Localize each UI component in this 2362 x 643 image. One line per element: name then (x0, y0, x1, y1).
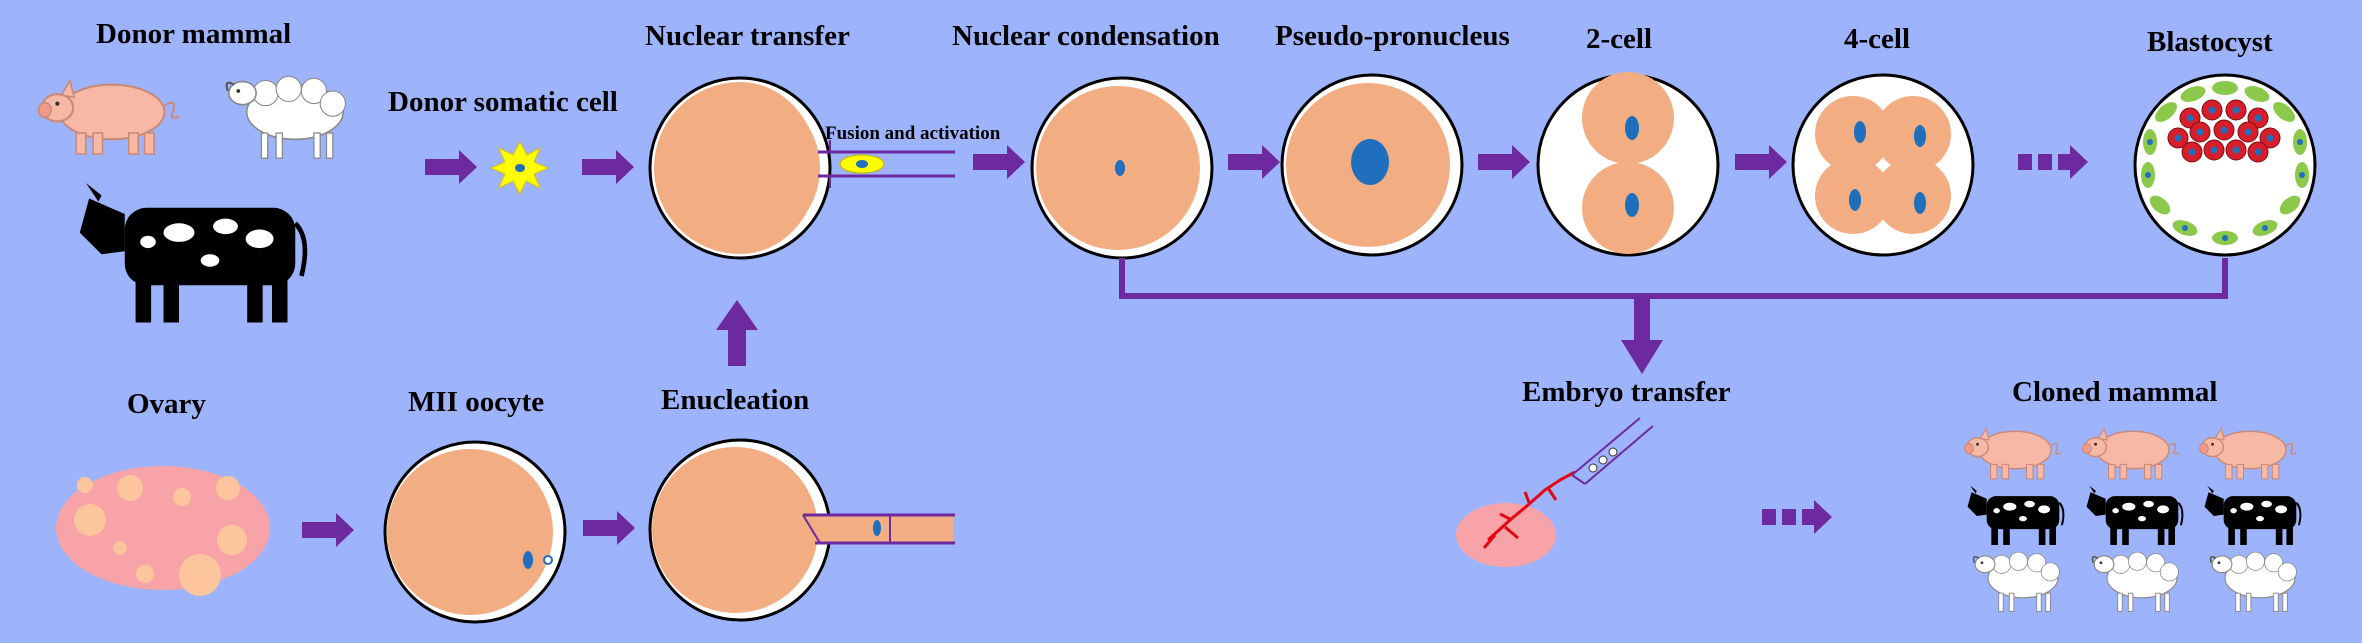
arrow (583, 511, 635, 545)
label-2-cell: 2-cell (1586, 23, 1653, 55)
arrow (425, 150, 477, 184)
blastocyst-embryo (2133, 73, 2317, 257)
four-cell-embryo (1791, 73, 1975, 257)
label-embryo-transfer: Embryo transfer (1522, 376, 1731, 408)
bracket-connector (1119, 258, 2228, 374)
pig-icon (37, 79, 181, 156)
label-pseudo-pronucleus: Pseudo-pronucleus (1275, 20, 1510, 52)
pseudo-pronucleus-cell (1280, 73, 1464, 257)
label-fusion-activation: Fusion and activation (825, 123, 1001, 144)
label-donor-mammal: Donor mammal (96, 18, 292, 50)
arrow (1478, 145, 1530, 179)
arrow (1228, 145, 1280, 179)
up-arrow (716, 300, 758, 366)
cloned-cows (1966, 484, 2302, 546)
label-donor-somatic-cell: Donor somatic cell (388, 86, 618, 118)
dash-arrow (1762, 500, 1832, 534)
arrow (582, 150, 634, 184)
nuclear-condensation-cell (1030, 76, 1214, 260)
mii-oocyte-cell (383, 440, 567, 624)
label-blastocyst: Blastocyst (2147, 26, 2273, 58)
label-nuclear-condensation: Nuclear condensation (952, 20, 1220, 52)
label-nuclear-transfer: Nuclear transfer (645, 20, 850, 52)
arrow (1735, 145, 1787, 179)
label-mii-oocyte: MII oocyte (408, 386, 545, 418)
arrow (973, 145, 1025, 179)
arrow (302, 513, 354, 547)
cloned-sheep (1972, 551, 2298, 613)
label-enucleation: Enucleation (661, 384, 810, 416)
sheep-icon (225, 75, 347, 160)
label-4-cell: 4-cell (1844, 23, 1911, 55)
cloned-pigs (1963, 427, 2297, 480)
dash-arrow (2018, 145, 2088, 179)
nuclear-transfer-cell (648, 76, 955, 260)
ovary-icon (56, 466, 270, 596)
cow-icon (80, 183, 305, 323)
donor-somatic-cell-icon (489, 140, 550, 196)
enucleation-cell (648, 438, 955, 622)
uterus-icon (1456, 470, 1576, 567)
label-ovary: Ovary (127, 388, 206, 420)
label-cloned-mammal: Cloned mammal (2012, 376, 2218, 408)
two-cell-embryo (1536, 72, 1720, 257)
pipette-icon (1571, 417, 1654, 485)
